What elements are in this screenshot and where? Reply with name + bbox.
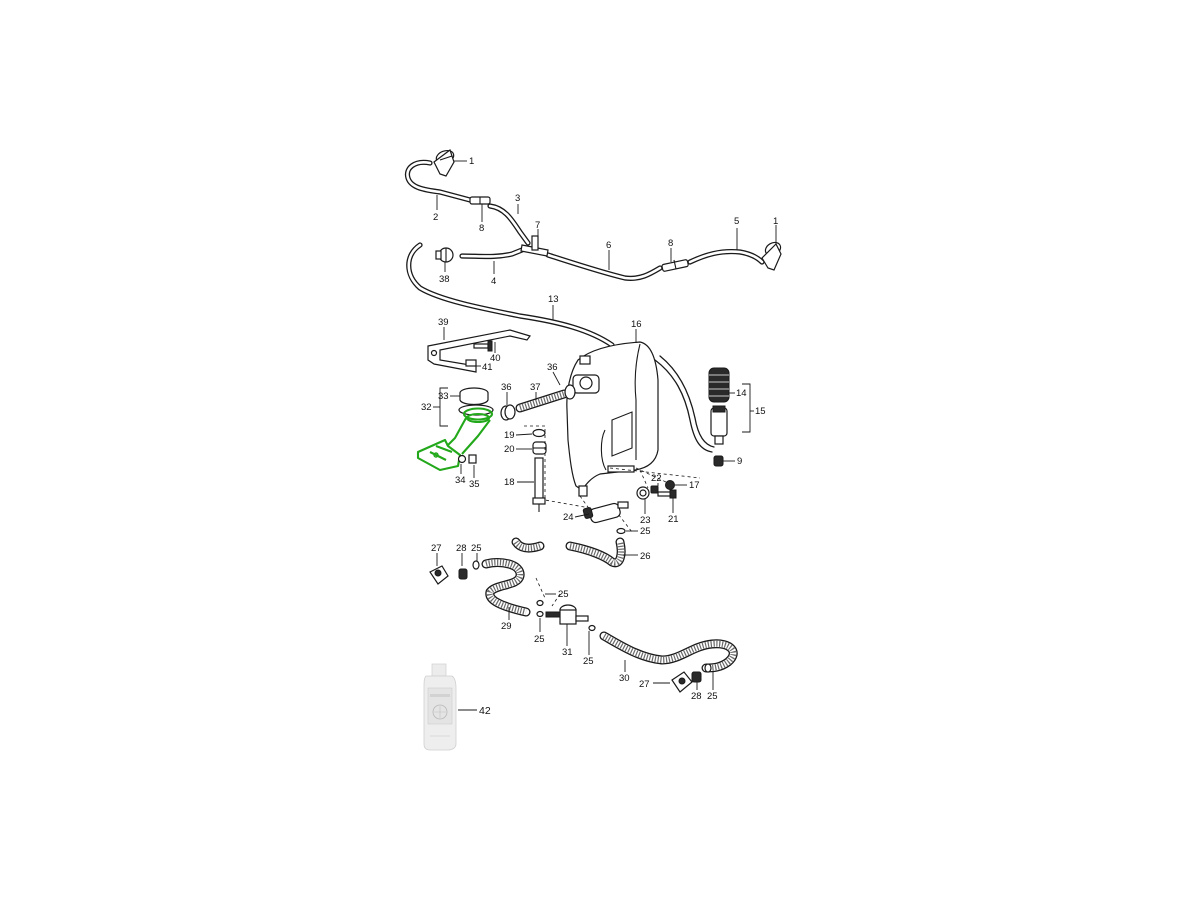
clamp-25-left xyxy=(472,560,480,570)
label-part-28: 28 xyxy=(691,691,702,702)
washer-nozzle-1-right xyxy=(761,241,782,271)
filler-cap-33 xyxy=(458,387,494,416)
part-labels: 1 2 3 8 7 5 1 6 8 38 4 13 39 16 40 41 36… xyxy=(421,156,778,717)
label-part-32: 32 xyxy=(421,402,432,413)
label-part-27: 27 xyxy=(431,543,442,554)
label-part-15: 15 xyxy=(755,406,766,417)
label-part-6: 6 xyxy=(606,240,611,251)
grommet-9 xyxy=(713,455,724,467)
hose-30 xyxy=(599,631,738,673)
label-part-25: 25 xyxy=(707,691,718,702)
label-part-25: 25 xyxy=(534,634,545,645)
label-part-41: 41 xyxy=(482,362,493,373)
label-part-38: 38 xyxy=(439,274,450,285)
label-part-14: 14 xyxy=(736,388,747,399)
washer-nozzle-1-left xyxy=(433,149,455,177)
clip-28-right xyxy=(691,671,702,683)
clip-23 xyxy=(636,486,650,500)
label-part-26: 26 xyxy=(640,551,651,562)
nut-41 xyxy=(465,359,477,367)
nut-17 xyxy=(665,480,675,490)
distributor-31 xyxy=(545,604,589,625)
label-part-1: 1 xyxy=(773,216,778,227)
label-part-25: 25 xyxy=(558,589,569,600)
label-part-40: 40 xyxy=(490,353,501,364)
clamp-25-top xyxy=(616,527,626,535)
label-part-33: 33 xyxy=(438,391,449,402)
nut-22 xyxy=(650,485,659,494)
label-part-19: 19 xyxy=(504,430,515,441)
label-part-25: 25 xyxy=(640,526,651,537)
label-part-24: 24 xyxy=(563,512,574,523)
leader-lines xyxy=(433,160,777,711)
clamp-25-right xyxy=(704,663,712,673)
level-sensor-18 xyxy=(532,457,546,512)
label-part-13: 13 xyxy=(548,294,559,305)
label-part-29: 29 xyxy=(501,621,512,632)
nozzle-27-right xyxy=(671,671,693,693)
filler-hose-37 xyxy=(515,389,569,413)
label-part-23: 23 xyxy=(640,515,651,526)
clip-28-left xyxy=(458,568,468,580)
hose-clamp-36-right xyxy=(564,384,576,400)
label-part-30: 30 xyxy=(619,673,630,684)
label-part-36: 36 xyxy=(547,362,558,373)
label-part-1: 1 xyxy=(469,156,474,167)
o-ring-19 xyxy=(532,428,546,438)
washer-fluid-bottle-42 xyxy=(423,663,457,751)
label-part-36: 36 xyxy=(501,382,512,393)
label-part-4: 4 xyxy=(491,276,496,287)
connector-8-right xyxy=(661,259,689,272)
nut-35 xyxy=(468,454,477,464)
nozzle-27-left xyxy=(429,565,449,585)
washer-reservoir-16 xyxy=(566,341,659,497)
upper-washer-hoses xyxy=(404,159,765,453)
bolt-40 xyxy=(473,340,493,352)
pump-24 xyxy=(582,501,629,524)
label-part-18: 18 xyxy=(504,477,515,488)
label-part-21: 21 xyxy=(668,514,679,525)
grommet-20 xyxy=(532,441,547,455)
label-part-28: 28 xyxy=(456,543,467,554)
clamp-25-center xyxy=(536,599,596,632)
hose-clamp-36-left xyxy=(500,404,516,421)
check-valve-38 xyxy=(435,247,454,263)
label-part-16: 16 xyxy=(631,319,642,330)
label-part-42: 42 xyxy=(479,705,491,717)
label-part-2: 2 xyxy=(433,212,438,223)
label-part-25: 25 xyxy=(471,543,482,554)
label-part-17: 17 xyxy=(689,480,700,491)
bolt-21 xyxy=(657,489,677,499)
hose-26 xyxy=(511,537,626,568)
label-part-5: 5 xyxy=(734,216,739,227)
bracket-39 xyxy=(427,329,531,373)
label-part-22: 22 xyxy=(651,473,662,484)
label-part-37: 37 xyxy=(530,382,541,393)
label-part-9: 9 xyxy=(737,456,742,467)
label-part-7: 7 xyxy=(535,220,540,231)
label-part-3: 3 xyxy=(515,193,520,204)
label-part-39: 39 xyxy=(438,317,449,328)
hose-29 xyxy=(481,558,531,617)
filler-neck-32-highlighted xyxy=(416,407,494,472)
label-part-20: 20 xyxy=(504,444,515,455)
t-piece-7 xyxy=(520,235,549,257)
washer-pump-15 xyxy=(710,405,728,445)
label-part-8: 8 xyxy=(668,238,673,249)
rubber-boot-14 xyxy=(708,367,730,403)
label-part-25: 25 xyxy=(583,656,594,667)
label-part-34: 34 xyxy=(455,475,466,486)
label-part-27: 27 xyxy=(639,679,650,690)
washer-34 xyxy=(457,454,467,464)
label-part-8: 8 xyxy=(479,223,484,234)
label-part-31: 31 xyxy=(562,647,573,658)
label-part-35: 35 xyxy=(469,479,480,490)
connector-8-left xyxy=(469,196,491,205)
